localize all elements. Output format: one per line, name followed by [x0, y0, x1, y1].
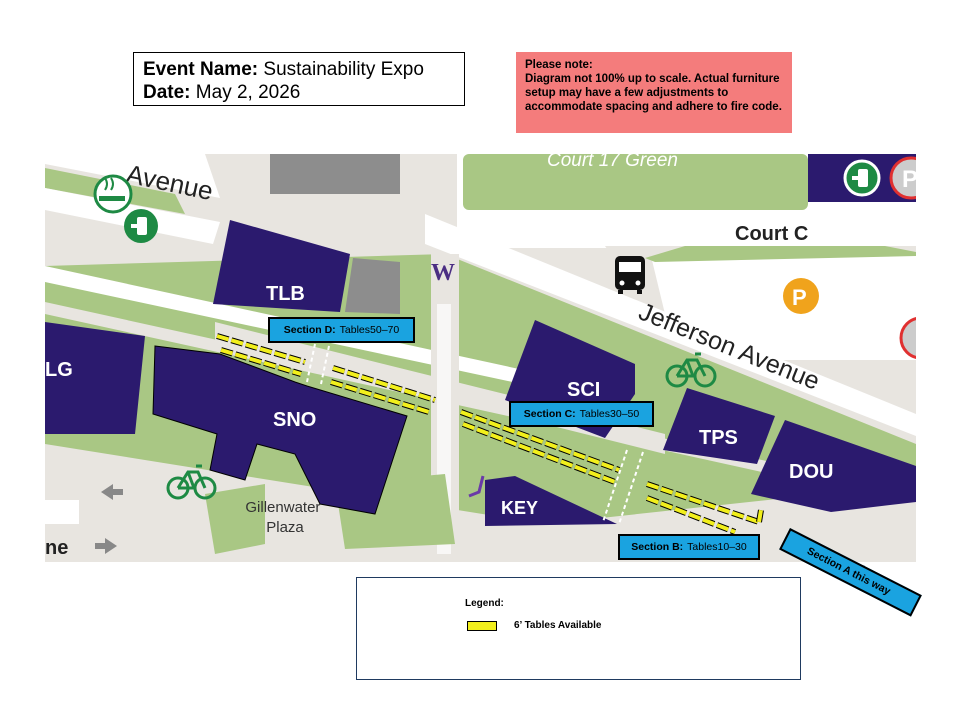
- section-d-tables: Tables50–70: [339, 324, 400, 336]
- gray-building-top: [270, 154, 400, 194]
- key-marker: [468, 475, 485, 498]
- note-title: Please note:: [525, 59, 593, 71]
- street-bottom-left: ne: [45, 537, 68, 559]
- street-court-green: Court 17 Green: [547, 154, 678, 171]
- building-lg: [45, 322, 145, 434]
- court17-green: [463, 154, 808, 210]
- plaza-lawn-left: [205, 484, 265, 554]
- parking-icon-top-right: P: [889, 156, 916, 200]
- table-row-5: [462, 422, 616, 484]
- parking-label: P: [792, 285, 807, 310]
- table-row-7: [646, 496, 736, 534]
- campus-map: Avenue Court 17 Green Court C Jefferson …: [45, 154, 916, 562]
- table-row-2: [332, 366, 436, 402]
- legend-table-swatch: [467, 621, 497, 631]
- label-sci: SCI: [567, 379, 600, 401]
- note-text: Diagram not 100% up to scale. Actual fur…: [525, 73, 782, 113]
- lower-left-area: [45, 484, 245, 562]
- bicycle-icon-left: [166, 464, 217, 500]
- legend-title: Legend:: [465, 598, 504, 609]
- section-d-name: Section D:: [283, 324, 336, 336]
- table-row-3: [330, 380, 430, 414]
- lower-left-path: [45, 500, 79, 524]
- section-b-label: Section B:Tables10–30: [618, 534, 760, 560]
- ev-charging-icon: [124, 209, 158, 243]
- event-name-value: Sustainability Expo: [263, 59, 424, 80]
- arrow-right-icon: [95, 538, 117, 554]
- top-avenue-road: [45, 154, 220, 198]
- section-b-tables: Tables10–30: [687, 541, 747, 553]
- building-tps: [663, 388, 775, 464]
- building-tlb: [213, 220, 350, 312]
- building-sno: [152, 345, 408, 515]
- event-name-line: Event Name: Sustainability Expo: [143, 58, 455, 81]
- street-court-c: Court C: [735, 223, 808, 245]
- smoking-area-icon: [93, 174, 133, 214]
- bus-icon: [615, 256, 645, 294]
- building-key: [485, 476, 617, 526]
- plaza-label: Gillenwater Plaza: [245, 499, 324, 536]
- ev-charging-icon-top-right: [843, 159, 881, 197]
- note-box: Please note: Diagram not 100% up to scal…: [516, 52, 792, 133]
- event-date-label: Date:: [143, 82, 191, 103]
- parking-icon: P: [783, 278, 819, 314]
- event-name-label: Event Name:: [143, 59, 259, 80]
- event-date-line: Date: May 2, 2026: [143, 81, 455, 104]
- uw-logo: W: [431, 260, 455, 286]
- label-key: KEY: [501, 498, 538, 518]
- label-sno: SNO: [273, 409, 316, 431]
- table-row-8: [757, 509, 763, 523]
- section-b-name: Section B:: [631, 541, 684, 553]
- table-row-0: [216, 334, 306, 364]
- parking-icon-right: [899, 317, 916, 359]
- legend-box: Legend: 6’ Tables Available: [356, 577, 801, 680]
- section-c-label: Section C:Tables30–50: [509, 401, 654, 427]
- section-c-tables: Tables30–50: [579, 408, 640, 420]
- label-lg: LG: [45, 359, 73, 381]
- arrow-left-icon: [101, 484, 123, 500]
- table-rows: [216, 333, 764, 535]
- parking-lawn: [645, 246, 916, 262]
- table-row-1: [220, 348, 302, 376]
- legend-table-label: 6’ Tables Available: [514, 620, 602, 631]
- bicycle-icon-right: [665, 352, 717, 388]
- event-info-box: Event Name: Sustainability Expo Date: Ma…: [133, 52, 465, 106]
- gray-structure: [345, 258, 400, 314]
- map-svg: Avenue Court 17 Green Court C Jefferson …: [45, 154, 916, 562]
- label-tps: TPS: [699, 427, 738, 449]
- section-c-name: Section C:: [523, 408, 576, 420]
- table-row-4: [460, 410, 620, 472]
- label-dou: DOU: [789, 461, 833, 483]
- court-c-road: [457, 216, 916, 248]
- tables-layer: [216, 333, 764, 535]
- plaza-line-2: Plaza: [266, 519, 304, 536]
- plaza-line-1: Gillenwater: [245, 499, 320, 516]
- parking-label-top-right: P: [902, 166, 916, 193]
- event-date-value: May 2, 2026: [195, 82, 301, 103]
- table-row-6: [646, 482, 760, 524]
- label-tlb: TLB: [266, 283, 305, 305]
- building-dou: [751, 420, 916, 512]
- crosswalks: [306, 343, 644, 525]
- section-d-label: Section D:Tables50–70: [268, 317, 415, 343]
- jefferson-avenue-road: [425, 214, 916, 436]
